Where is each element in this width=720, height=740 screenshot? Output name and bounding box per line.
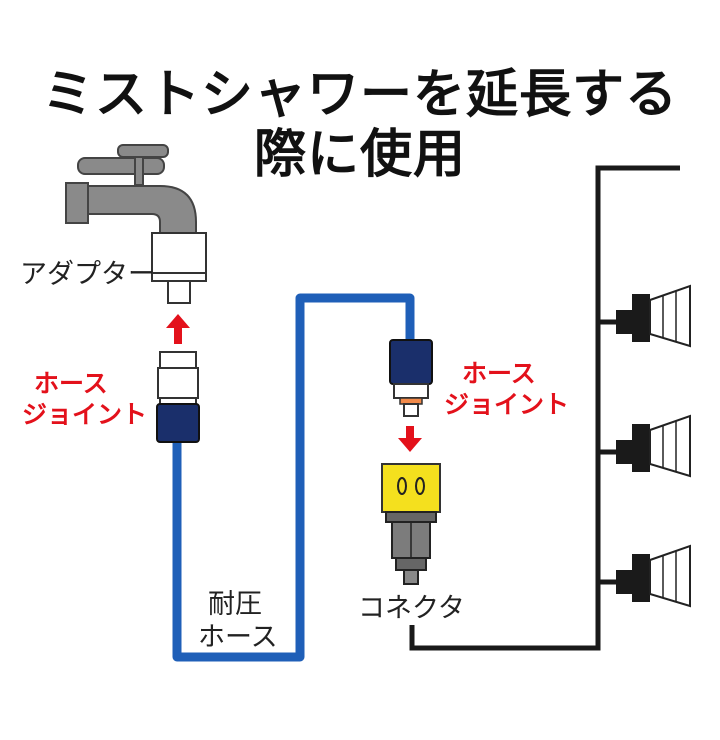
hose-joint-left-label-1: ホース — [34, 369, 108, 398]
mist-line-main — [409, 165, 680, 651]
adapter-icon — [151, 232, 207, 304]
hose-joint-left-icon — [156, 351, 200, 443]
pressure-hose-label-1: 耐圧 — [208, 589, 262, 620]
pressure-hose — [172, 293, 415, 662]
mist-nozzle-icon-1 — [616, 284, 691, 348]
mist-nozzle-icon-3 — [616, 544, 691, 608]
hose-joint-right-label-2: ジョイント — [444, 390, 570, 419]
mist-nozzle-icon-2 — [616, 414, 691, 478]
hose-joint-right-label-1: ホース — [462, 359, 536, 388]
page-title-line2: 際に使用 — [253, 125, 466, 185]
page-title-line1: ミストシャワーを延長する — [41, 65, 678, 125]
arrow-up-icon — [166, 314, 190, 344]
connector-label: コネクタ — [356, 586, 467, 625]
connector-icon — [381, 463, 441, 585]
faucet-icon — [65, 144, 197, 237]
adapter-label: アダプター — [20, 259, 155, 290]
hose-joint-right-icon — [389, 339, 433, 417]
pressure-hose-label-2: ホース — [198, 622, 278, 653]
arrow-down-icon — [398, 426, 422, 452]
hose-joint-left-label-2: ジョイント — [22, 400, 148, 429]
